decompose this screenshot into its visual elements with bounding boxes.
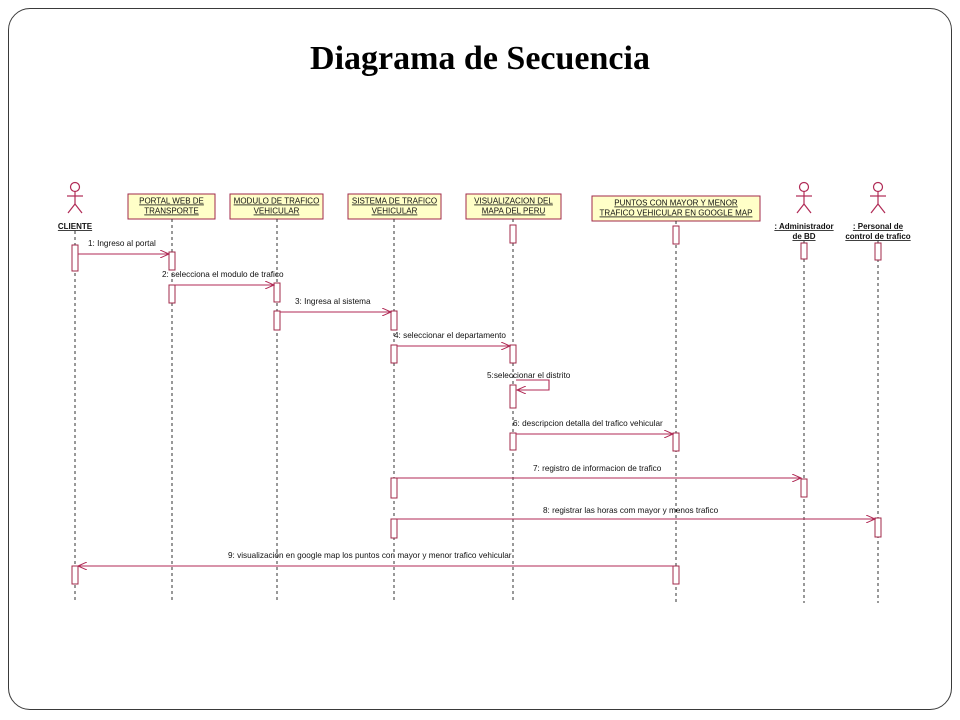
activation-bar [390, 310, 398, 331]
object-label-sistema: VEHICULAR [372, 207, 418, 216]
message-label-1: 1: Ingreso al portal [88, 239, 156, 248]
actor-leg-icon [877, 203, 886, 214]
actor-head-icon [69, 181, 81, 193]
actor-leg-icon [870, 203, 879, 214]
object-label-visualizacion: MAPA DEL PERU [482, 207, 546, 216]
object-label-visualizacion: VISUALIZACION DEL [474, 197, 553, 206]
actor-label-cliente: CLIENTE [58, 222, 93, 231]
object-label-puntos: PUNTOS CON MAYOR Y MENOR [614, 199, 738, 208]
activation-bar [390, 518, 398, 539]
activation-bar [273, 282, 281, 303]
self-message-arrow [516, 379, 550, 390]
activation-bar [800, 242, 808, 260]
object-label-portal: TRANSPORTE [144, 207, 199, 216]
object-label-portal: PORTAL WEB DE [139, 197, 204, 206]
activation-bar [509, 224, 517, 244]
activation-bar [509, 432, 517, 451]
message-label-3: 3: Ingresa al sistema [295, 297, 371, 306]
activation-bar [509, 384, 517, 409]
activation-bar [874, 242, 882, 261]
activation-bar [390, 477, 398, 499]
object-label-puntos: TRAFICO VEHICULAR EN GOOGLE MAP [600, 209, 753, 218]
actor-head-icon [872, 181, 884, 193]
actor-leg-icon [796, 203, 805, 214]
object-label-modulo: MODULO DE TRAFICO [234, 197, 320, 206]
actor-label-admin: : Administrador [774, 222, 833, 231]
message-label-8: 8: registrar las horas com mayor y menos… [543, 506, 719, 515]
message-label-5: 5:seleccionar el distrito [487, 371, 571, 380]
message-label-6: 6: descripcion detalla del trafico vehic… [513, 419, 663, 428]
activation-bar [672, 225, 680, 245]
activation-bar [390, 344, 398, 364]
object-box-portal [127, 193, 216, 220]
actor-leg-icon [74, 203, 83, 214]
activation-bar [509, 344, 517, 364]
slide-title: Diagrama de Secuencia [310, 40, 650, 77]
actor-label-admin: de BD [792, 232, 815, 241]
object-box-modulo [229, 193, 324, 220]
activation-bar [273, 310, 281, 331]
actor-head-icon [798, 181, 810, 193]
activation-bar [168, 251, 176, 271]
actor-leg-icon [67, 203, 76, 214]
message-label-2: 2: selecciona el modulo de trafico [162, 270, 284, 279]
message-label-7: 7: registro de informacion de trafico [533, 464, 662, 473]
slide-frame [8, 8, 952, 710]
object-label-sistema: SISTEMA DE TRAFICO [352, 197, 437, 206]
actor-label-personal: : Personal de [853, 222, 904, 231]
activation-bar [800, 478, 808, 498]
activation-bar [71, 244, 79, 272]
message-label-4: 4: seleccionar el departamento [394, 331, 506, 340]
activation-bar [168, 284, 176, 304]
actor-leg-icon [803, 203, 812, 214]
activation-bar [71, 565, 79, 585]
activation-bar [672, 432, 680, 452]
activation-bar [672, 565, 680, 585]
object-box-visualizacion [465, 193, 562, 220]
message-label-9: 9: visualización en google map los punto… [228, 551, 512, 560]
object-label-modulo: VEHICULAR [254, 207, 300, 216]
actor-label-personal: control de trafico [845, 232, 910, 241]
object-box-puntos [591, 195, 761, 222]
activation-bar [874, 517, 882, 538]
